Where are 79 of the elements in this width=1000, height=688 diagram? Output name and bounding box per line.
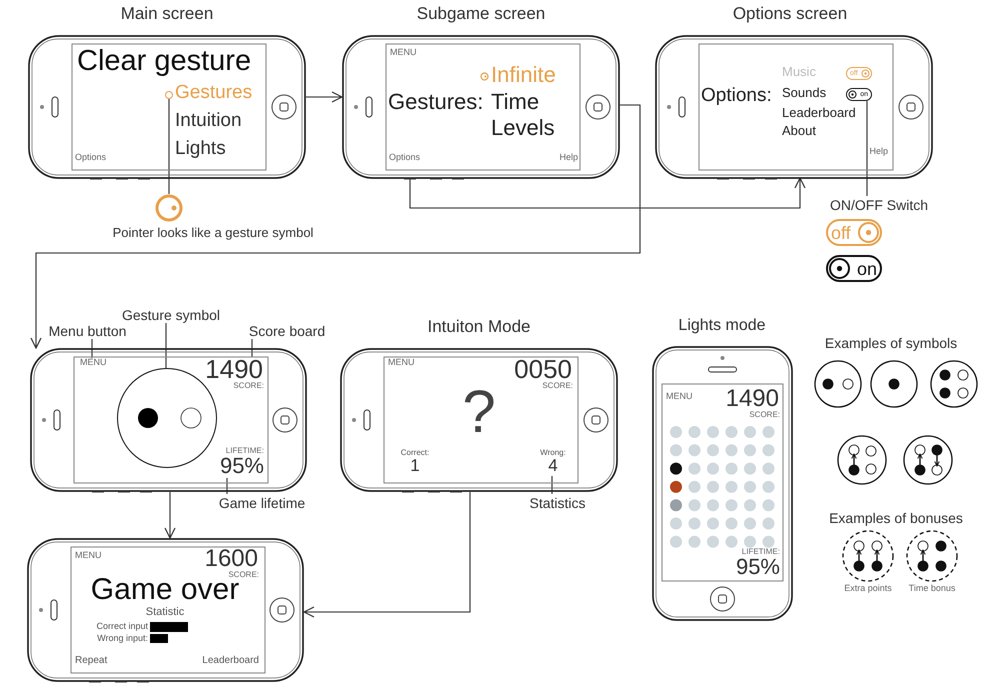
annotation-label: Game lifetime	[212, 494, 312, 511]
lifetime-caption: LIFETIME:	[742, 548, 780, 556]
annotation-label: Menu button	[40, 322, 135, 339]
leaderboard-link: Leaderboard	[202, 656, 259, 666]
leader-line	[251, 339, 253, 357]
annotation-label: Statistics	[520, 494, 595, 511]
score-value: 1490	[726, 387, 779, 411]
screen-title: Main screen	[120, 5, 214, 22]
score-caption: SCORE:	[542, 382, 573, 390]
toggle-label: off	[831, 224, 851, 242]
help-link: Help	[559, 153, 578, 162]
menu-link: MENU	[666, 392, 692, 401]
setting-item: Sounds	[782, 86, 826, 99]
toggle-switch	[826, 255, 882, 282]
lifetime-value: 95%	[736, 556, 780, 578]
menu-item: Gestures	[175, 83, 252, 102]
flow-arrow	[164, 492, 176, 539]
annotation-label: Gesture symbol	[115, 306, 227, 323]
section-title: Examples of symbols	[824, 336, 958, 350]
setting-item: Leaderboard	[782, 106, 856, 119]
section-title: Examples of bonuses	[829, 511, 963, 525]
menu-item: Lights	[175, 139, 226, 158]
stat-caption: Correct input	[96, 622, 148, 631]
setting-item: About	[782, 124, 816, 137]
pointer-marker	[165, 91, 173, 99]
app-title: Clear gesture	[77, 47, 252, 76]
mode-option: Infinite	[491, 64, 556, 86]
leader-line	[165, 323, 167, 368]
screen-title: Subgame screen	[416, 5, 546, 22]
toggle-switch	[826, 219, 882, 246]
toggle-switch	[846, 67, 872, 80]
annotation-label: ON/OFF Switch	[823, 196, 935, 214]
flow-arrow	[303, 492, 471, 618]
options-heading: Options:	[701, 86, 772, 105]
toggle-label: on	[856, 260, 877, 278]
repeat-link: Repeat	[75, 656, 108, 666]
stat-heading: Statistic	[146, 607, 184, 618]
symbol-caption: Extra points	[844, 584, 892, 593]
lifetime-value: 95%	[220, 455, 264, 477]
stat-value: 1	[410, 457, 420, 474]
flow-arrow	[30, 104, 641, 349]
mode-option: Levels	[491, 117, 555, 139]
score-caption: SCORE:	[228, 571, 259, 579]
options-link: Options	[389, 153, 420, 162]
leader-line	[226, 478, 228, 494]
score-caption: SCORE:	[233, 382, 264, 390]
question-mark: ?	[462, 382, 496, 442]
screen-title: Intuiton Mode	[428, 318, 530, 335]
flow-arrow	[306, 91, 343, 103]
screen-title: Options screen	[732, 5, 848, 22]
menu-link: MENU	[390, 48, 416, 57]
menu-item: Intuition	[175, 111, 242, 130]
score-value: 0050	[514, 356, 572, 382]
leader-line	[91, 339, 93, 358]
annotation-label: Score board	[242, 322, 332, 339]
leader-line	[866, 101, 868, 196]
score-value: 1490	[205, 356, 263, 382]
stat-caption: Wrong input:	[97, 634, 148, 643]
stat-caption: Wrong:	[540, 449, 566, 457]
mode-label: Gestures:	[388, 91, 484, 113]
flow-arrow	[409, 177, 806, 209]
toggle-switch	[846, 88, 872, 101]
menu-link: MENU	[388, 358, 414, 367]
score-value: 1600	[204, 547, 258, 571]
setting-item: Music	[782, 65, 816, 78]
leader-line	[551, 476, 553, 494]
options-link: Options	[75, 153, 106, 162]
screen-title: Lights mode	[678, 318, 766, 334]
stat-value: 4	[548, 457, 558, 474]
symbol-caption: Time bonus	[908, 584, 956, 593]
help-link: Help	[869, 147, 888, 156]
lifetime-caption: LIFETIME:	[226, 447, 264, 455]
menu-link: MENU	[75, 551, 102, 560]
menu-link: MENU	[80, 358, 106, 367]
score-caption: SCORE:	[749, 411, 780, 419]
annotation-label: Pointer looks like a gesture symbol	[112, 226, 314, 239]
leader-line	[168, 99, 170, 194]
stat-caption: Correct:	[400, 449, 430, 457]
mode-option: Time	[491, 91, 540, 113]
